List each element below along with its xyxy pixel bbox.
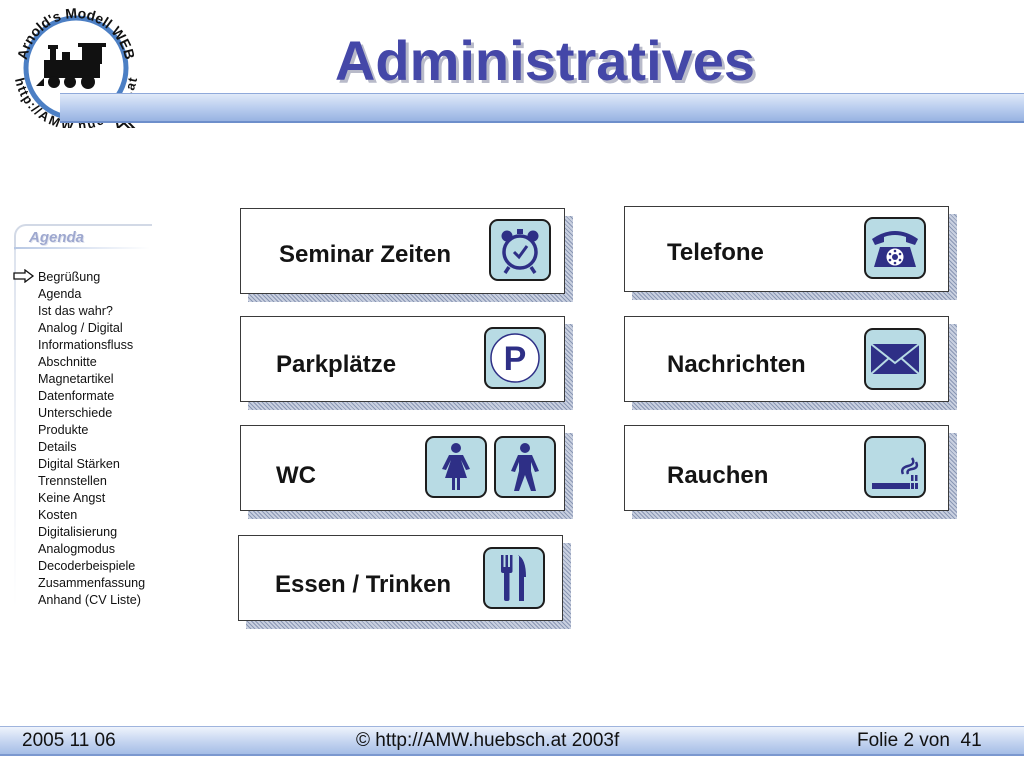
agenda-item-agenda[interactable]: Agenda — [38, 287, 82, 301]
agenda-item-zusammenfassung[interactable]: Zusammenfassung — [38, 576, 146, 590]
card-label: Nachrichten — [667, 351, 806, 378]
card-nachrichten[interactable]: Nachrichten — [624, 316, 957, 410]
card-seminar-zeiten[interactable]: Seminar Zeiten — [240, 208, 573, 302]
card-telefone[interactable]: Telefone — [624, 206, 957, 300]
card-face: Nachrichten — [624, 316, 949, 402]
envelope-icon — [864, 328, 926, 390]
agenda-item-digital-staerken[interactable]: Digital Stärken — [38, 457, 120, 471]
card-essen-trinken[interactable]: Essen / Trinken — [238, 535, 571, 629]
footer-copyright: © http://AMW.huebsch.at 2003f — [356, 730, 620, 751]
card-face: Essen / Trinken — [238, 535, 563, 621]
agenda-title: Agenda — [29, 229, 85, 246]
telephone-icon — [864, 217, 926, 279]
man-icon — [494, 436, 556, 498]
agenda-item-ist-das-wahr[interactable]: Ist das wahr? — [38, 304, 113, 318]
agenda-list: Begrüßung Agenda Ist das wahr? Analog / … — [38, 269, 145, 609]
agenda-item-analogmodus[interactable]: Analogmodus — [38, 542, 116, 556]
agenda-item-unterschiede[interactable]: Unterschiede — [38, 406, 113, 420]
agenda-item-datenformate[interactable]: Datenformate — [38, 389, 115, 403]
header-band — [60, 93, 1024, 123]
card-face: Parkplätze P — [240, 316, 565, 402]
card-label: WC — [276, 462, 316, 489]
card-label: Parkplätze — [276, 351, 397, 378]
footer-date: 2005 11 06 — [22, 730, 116, 751]
card-face: Telefone — [624, 206, 949, 292]
svg-text:P: P — [504, 340, 527, 378]
agenda-item-produkte[interactable]: Produkte — [38, 423, 89, 437]
agenda-item-abschnitte[interactable]: Abschnitte — [38, 355, 97, 369]
fork-knife-icon — [483, 547, 545, 609]
agenda-item-analog-digital[interactable]: Analog / Digital — [38, 321, 123, 335]
agenda-divider — [14, 247, 150, 249]
locomotive-icon — [36, 43, 106, 89]
card-face: WC — [240, 425, 565, 511]
cigarette-icon — [864, 436, 926, 498]
card-label: Essen / Trinken — [275, 571, 452, 598]
agenda-rail — [14, 250, 16, 608]
footer-slide-counter: Folie 2 von 41 — [857, 730, 982, 751]
agenda-item-details[interactable]: Details — [38, 440, 77, 454]
agenda-item-keine-angst[interactable]: Keine Angst — [38, 491, 106, 505]
agenda-item-magnetartikel[interactable]: Magnetartikel — [38, 372, 114, 386]
parking-icon: P — [484, 327, 546, 389]
page-title: Administratives — [334, 29, 756, 92]
card-label: Rauchen — [667, 462, 769, 489]
card-parkplaetze[interactable]: Parkplätze P — [240, 316, 573, 410]
alarm-clock-icon — [489, 219, 551, 281]
agenda-item-decoderbeispiele[interactable]: Decoderbeispiele — [38, 559, 136, 573]
card-rauchen[interactable]: Rauchen — [624, 425, 957, 519]
card-label: Seminar Zeiten — [279, 241, 452, 268]
woman-icon — [425, 436, 487, 498]
card-wc[interactable]: WC — [240, 425, 573, 519]
agenda-item-anhand-cv-liste[interactable]: Anhand (CV Liste) — [38, 593, 141, 607]
agenda-item-begruessung[interactable]: Begrüßung — [38, 270, 101, 284]
card-face: Seminar Zeiten — [240, 208, 565, 294]
agenda-item-trennstellen[interactable]: Trennstellen — [38, 474, 107, 488]
agenda-tab — [14, 224, 152, 252]
footer-band — [0, 726, 1024, 756]
agenda-item-informationsfluss[interactable]: Informationsfluss — [38, 338, 134, 352]
agenda-item-kosten[interactable]: Kosten — [38, 508, 78, 522]
current-item-arrow-icon — [13, 268, 35, 288]
agenda-item-digitalisierung[interactable]: Digitalisierung — [38, 525, 118, 539]
card-face: Rauchen — [624, 425, 949, 511]
card-label: Telefone — [667, 239, 764, 266]
